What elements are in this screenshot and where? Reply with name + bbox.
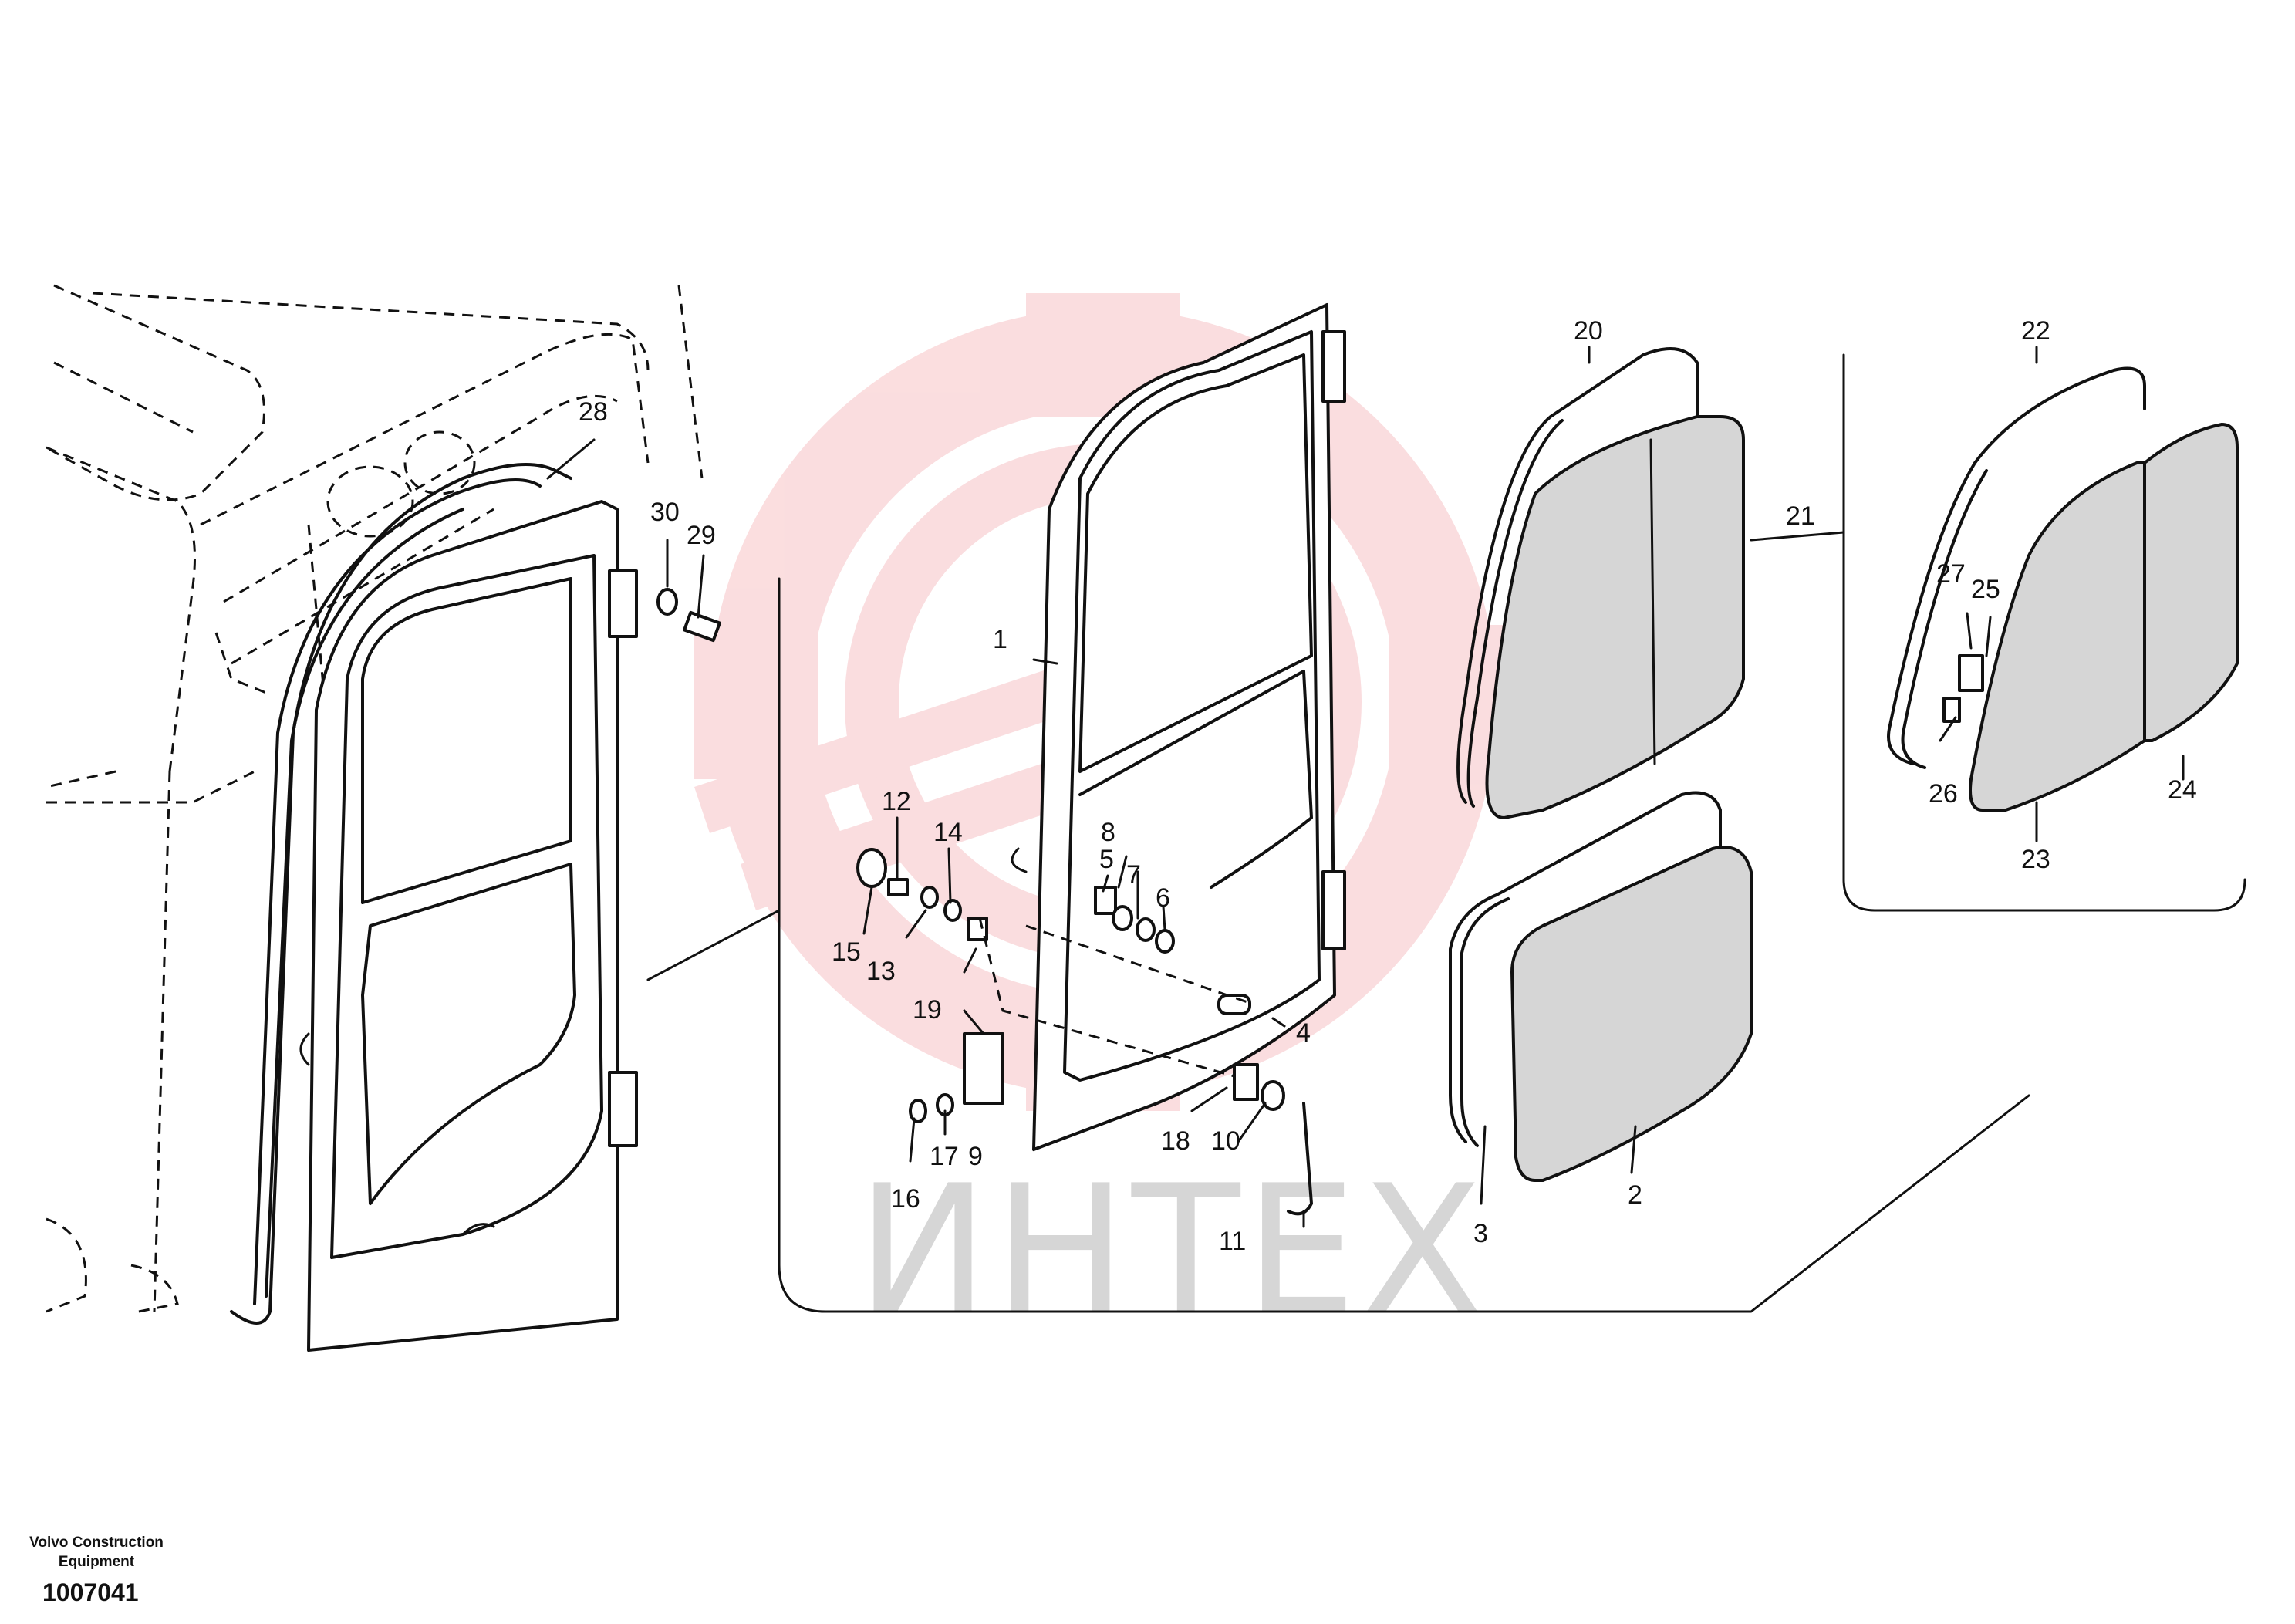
- callout-10: 10: [1211, 1126, 1240, 1156]
- callout-1: 1: [993, 625, 1007, 654]
- callout-25: 25: [1971, 575, 2000, 604]
- callout-9: 9: [968, 1142, 983, 1171]
- callout-27: 27: [1936, 559, 1966, 589]
- right-bracket-boundary: [1842, 353, 2246, 912]
- callout-19: 19: [913, 995, 942, 1025]
- callout-18: 18: [1161, 1126, 1190, 1156]
- callout-8: 8: [1101, 818, 1115, 847]
- callout-3: 3: [1473, 1219, 1488, 1248]
- callout-11: 11: [1219, 1227, 1246, 1256]
- assembled-door: [230, 463, 638, 1352]
- bolt-29: [683, 610, 721, 643]
- callout-23: 23: [2021, 845, 2050, 874]
- callout-2: 2: [1628, 1180, 1642, 1210]
- washer-30: [656, 588, 678, 616]
- callout-7: 7: [1126, 860, 1141, 890]
- callout-22: 22: [2021, 316, 2050, 346]
- watermark-text: ИНТЕХ: [856, 1148, 1487, 1354]
- callout-26: 26: [1929, 779, 1958, 809]
- callout-13: 13: [866, 957, 896, 986]
- lower-window: [1449, 791, 1753, 1182]
- bracket-21-pointer: [1750, 531, 1845, 542]
- callout-21: 21: [1786, 501, 1815, 531]
- footer-brand-line2: Equipment: [58, 1554, 135, 1570]
- callout-29: 29: [687, 521, 716, 550]
- callout-5: 5: [1099, 845, 1114, 874]
- upper-window: [1456, 347, 1745, 819]
- footer-brand-line1: Volvo Construction: [29, 1535, 164, 1551]
- callout-15: 15: [832, 937, 861, 967]
- exploded-boundary: [646, 577, 2030, 1313]
- callout-12: 12: [882, 787, 911, 816]
- callout-17: 17: [930, 1142, 959, 1171]
- drawing-number: 1007041: [42, 1578, 139, 1606]
- cab-outline: [46, 284, 704, 1313]
- callout-16: 16: [891, 1184, 920, 1214]
- callout-30: 30: [650, 498, 680, 527]
- leader-lines: [546, 346, 2185, 1228]
- callout-4: 4: [1296, 1018, 1311, 1048]
- door-frame: [1011, 303, 1346, 1151]
- footer-brand: Volvo Construction Equipment: [23, 1533, 170, 1572]
- hardware-items: [856, 848, 1313, 1216]
- callout-24: 24: [2168, 775, 2197, 805]
- callout-20: 20: [1574, 316, 1603, 346]
- callout-labels: 1 2 3 4 5 6 7 8 9 10 11 12 13 14 15 16 1…: [579, 316, 2197, 1256]
- callout-6: 6: [1156, 883, 1170, 913]
- sliding-window: [1887, 366, 2239, 812]
- callout-28: 28: [579, 397, 608, 427]
- callout-14: 14: [933, 818, 963, 847]
